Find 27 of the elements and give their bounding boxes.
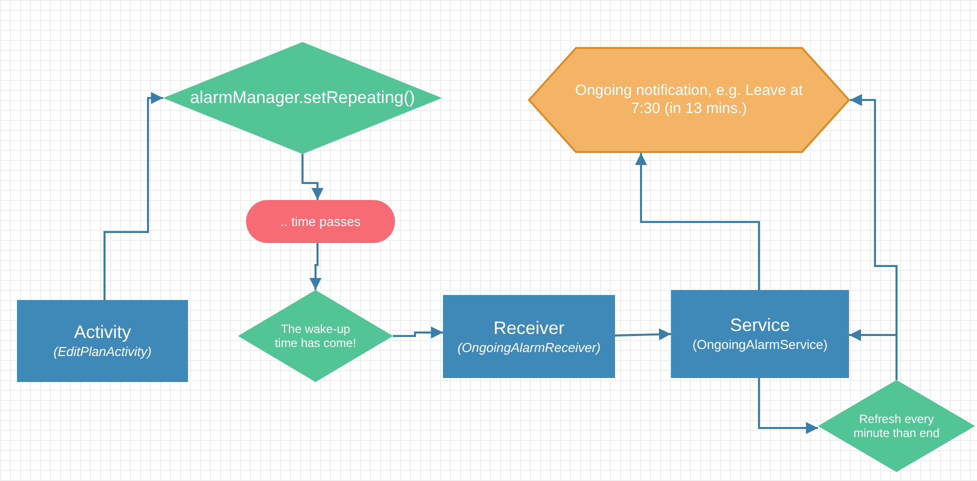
- node-title: Service: [730, 315, 790, 337]
- node-title: Ongoing notification, e.g. Leave at 7:30 (in 13 mins.): [574, 82, 804, 118]
- node-title: alarmManager.setRepeating(): [190, 88, 415, 108]
- node-title: Refresh every minute than end: [852, 412, 941, 440]
- terminal-pill: [246, 200, 395, 243]
- decision-diamond: [163, 42, 442, 154]
- node-subtitle: (OngoingAlarmService): [692, 337, 828, 353]
- decision-diamond: [818, 380, 975, 472]
- arrow: [104, 92, 163, 300]
- node-title: .. time passes: [280, 214, 361, 230]
- process-box: [17, 300, 188, 382]
- arrow: [614, 328, 672, 340]
- decision-diamond: [238, 290, 393, 382]
- process-box: [443, 295, 615, 378]
- arrow: [635, 153, 760, 290]
- arrow: [758, 378, 818, 434]
- arrow: [850, 94, 898, 380]
- process-box: [671, 290, 849, 378]
- node-subtitle: (OngoingAlarmReceiver): [457, 340, 601, 356]
- node-title: The wake-up time has come!: [274, 322, 358, 350]
- node-title: Receiver: [493, 318, 565, 340]
- arrow: [310, 243, 322, 290]
- arrow: [302, 154, 324, 200]
- display-hexagon: [528, 47, 850, 153]
- node-subtitle: (EditPlanActivity): [53, 344, 152, 360]
- arrow: [393, 326, 443, 338]
- node-title: Activity: [74, 322, 131, 344]
